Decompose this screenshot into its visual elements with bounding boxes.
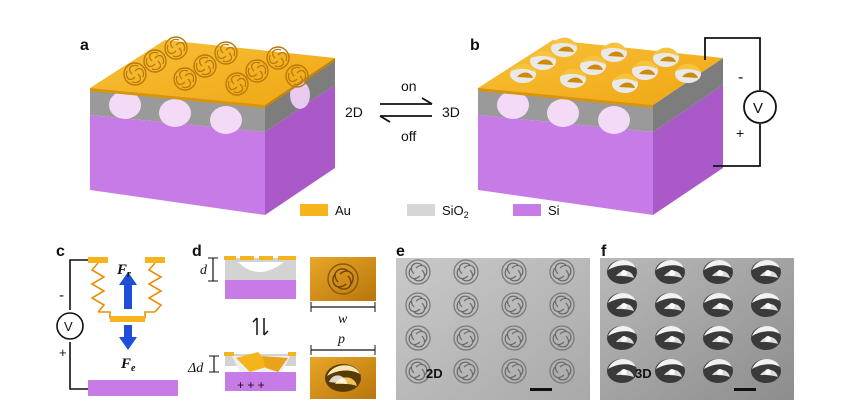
spring-left-icon (90, 262, 106, 313)
electrostatic-force-arrow-icon (119, 337, 137, 350)
legend-label-au: Au (335, 203, 351, 218)
panel-b-device (478, 37, 723, 215)
deformed-pinwheel-array-b (510, 37, 701, 93)
minus-label-c: - (59, 287, 64, 304)
sem-3d-label: 3D (635, 366, 652, 381)
plus-label-c: + (59, 345, 67, 360)
scale-bar-e (530, 388, 552, 391)
delta-d-label: Δd (187, 361, 204, 376)
spring-right-icon (147, 262, 163, 313)
membrane-plate (110, 316, 145, 322)
sem-image-2d: 2D (396, 258, 590, 400)
sem-image-3d: 3D (600, 258, 794, 400)
panel-c-model: Fr Fe V - + (56, 257, 178, 396)
switch-off-label: off (401, 128, 416, 144)
scale-bar-f (734, 388, 756, 391)
legend-swatch-au (300, 204, 328, 216)
voltage-label-c: V (64, 319, 73, 334)
charge-label: + + + (237, 378, 265, 392)
voltage-label-b: V (753, 100, 763, 117)
legend-swatch-sio2 (407, 204, 435, 216)
minus-label-b: - (738, 69, 743, 86)
panel-d-cross-sections: d + + + Δd w (187, 256, 376, 399)
gap-d-label: d (200, 263, 208, 278)
voltage-source-c-icon (56, 312, 84, 340)
panel-a-device (90, 36, 335, 215)
panel-label-f: f (601, 243, 607, 260)
panel-label-c: c (56, 243, 65, 260)
panel-label-a: a (80, 37, 89, 54)
switch-right-label: 3D (442, 104, 460, 120)
panel-label-d: d (192, 243, 202, 260)
sem-2d-label: 2D (426, 366, 443, 381)
legend: Au SiO2 Si (300, 203, 560, 220)
legend-swatch-si (513, 204, 541, 216)
switch-left-label: 2D (345, 104, 363, 120)
panel-label-b: b (470, 37, 480, 54)
force-electrostatic-label: Fe (120, 356, 136, 374)
substrate-c (88, 380, 178, 396)
legend-label-sio2: SiO2 (442, 203, 469, 220)
width-w-label: w (338, 312, 348, 327)
force-restoring-label: Fr (116, 262, 131, 280)
legend-label-si: Si (548, 203, 560, 218)
circuit-b: V - + (704, 37, 777, 167)
voltage-source-icon (743, 90, 777, 124)
plus-label-b: + (736, 125, 744, 141)
pitch-p-label: p (337, 332, 345, 347)
switch-on-label: on (401, 78, 417, 94)
restoring-force-arrow-icon (119, 272, 137, 285)
panel-label-e: e (396, 243, 405, 260)
state-switch: on off 2D 3D (345, 78, 460, 144)
